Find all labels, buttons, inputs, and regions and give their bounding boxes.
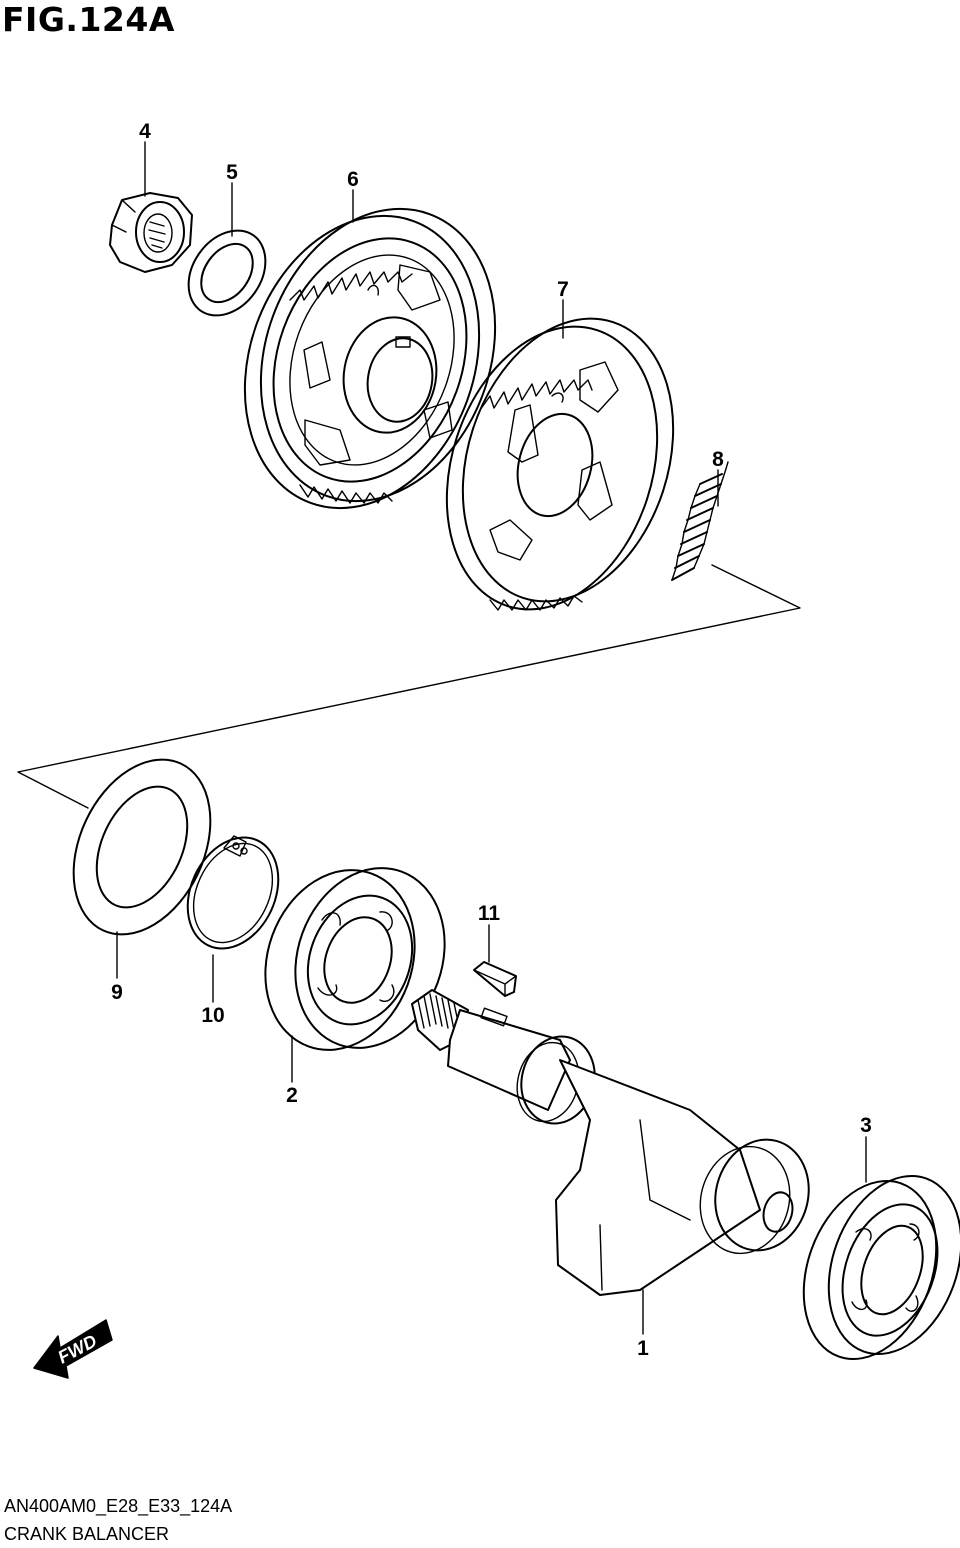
reference-numbers: 4 5 6 7 8 9 10 2 11 1 3 [111,120,872,1360]
fwd-label: FWD [54,1331,100,1368]
ref-11: 11 [478,902,501,925]
assembly-guide-lines [17,564,801,809]
ref-4: 4 [139,120,151,143]
figure-code: AN400AM0_E28_E33_124A [4,1496,233,1516]
ref-6: 6 [347,168,359,191]
spring-part[interactable] [671,461,729,581]
ref-7: 7 [557,278,569,301]
ref-2: 2 [286,1084,298,1107]
figure-title: FIG.124A [2,0,175,39]
washer-part[interactable] [173,216,281,330]
leader-lines [116,141,867,1335]
driven-gear-part[interactable] [412,291,708,637]
ref-5: 5 [226,161,238,184]
balancer-shaft-part[interactable] [411,989,821,1296]
ref-1: 1 [637,1337,649,1360]
bearing-right-part[interactable] [780,1157,960,1377]
woodruff-key-part[interactable] [473,961,517,997]
ref-9: 9 [111,981,123,1004]
spacer-part[interactable] [47,737,237,956]
ref-3: 3 [860,1114,872,1137]
drive-gear-part[interactable] [205,176,534,542]
bearing-left-part[interactable] [241,847,469,1071]
circlip-part[interactable] [170,823,295,964]
ref-8: 8 [712,448,724,471]
figure-name: CRANK BALANCER [4,1524,170,1544]
nut-part[interactable] [109,192,193,273]
fwd-arrow-icon: FWD [33,1319,113,1379]
ref-10: 10 [201,1004,224,1027]
